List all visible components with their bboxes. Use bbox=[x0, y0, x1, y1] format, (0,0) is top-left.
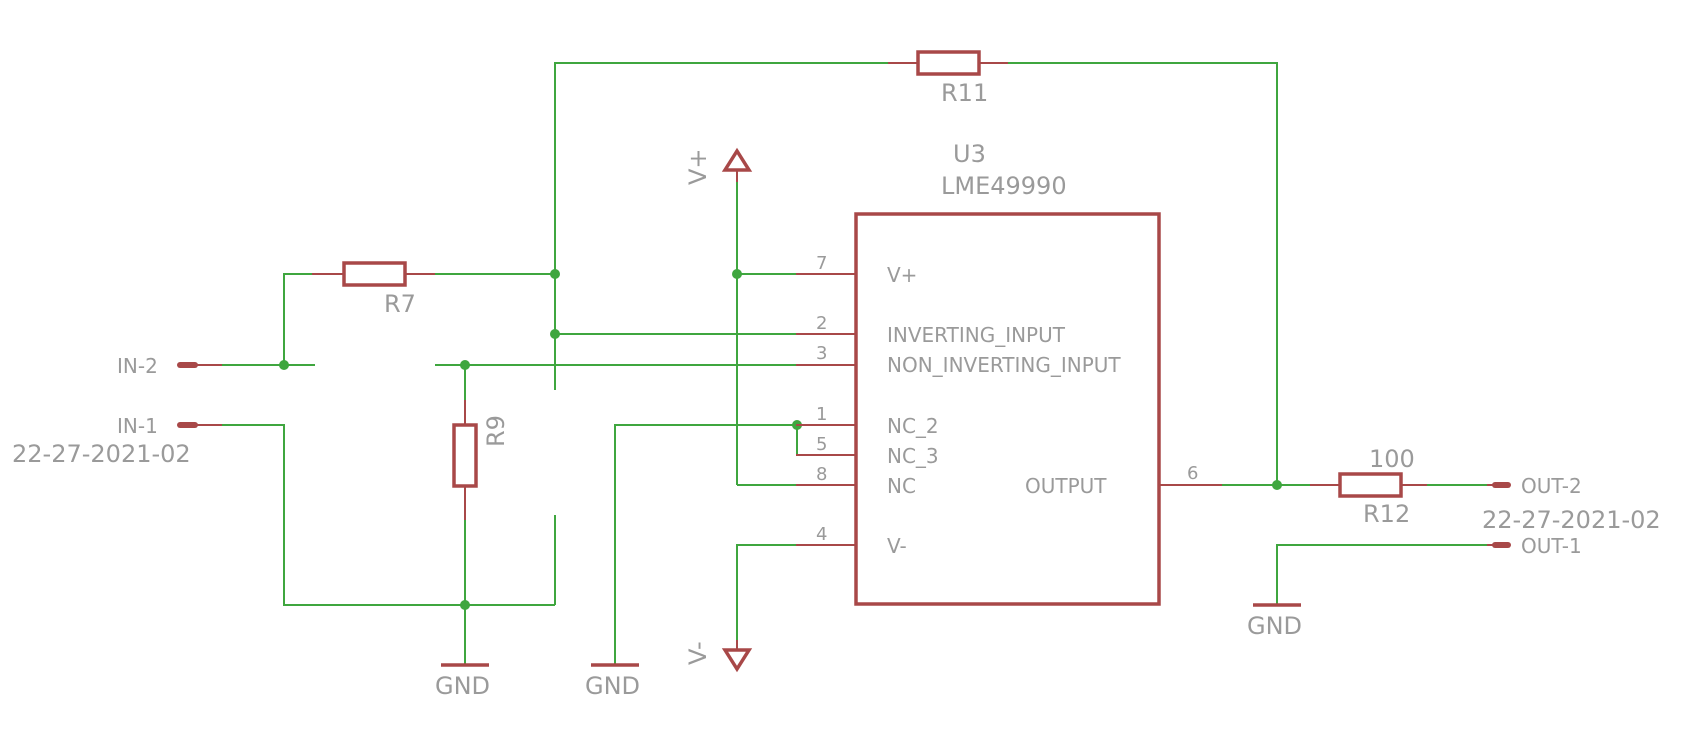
wire-feedback-right bbox=[1008, 62, 1278, 485]
wire-vminus bbox=[736, 544, 796, 645]
chip-value: LME49990 bbox=[941, 172, 1067, 200]
supply-vplus[interactable]: V+ bbox=[684, 147, 753, 185]
wire-r7-left bbox=[283, 273, 312, 365]
pin-number: 3 bbox=[816, 343, 827, 364]
nets bbox=[222, 62, 1487, 665]
junction-dot bbox=[550, 269, 560, 279]
pin-number: 4 bbox=[816, 524, 827, 545]
pin-number: 7 bbox=[816, 253, 827, 274]
junction-dot bbox=[460, 360, 470, 370]
pin-number: 2 bbox=[816, 313, 827, 334]
opamp-u3[interactable]: U3 LME49990 7 2 3 1 5 8 4 6 V+ INVERTING… bbox=[796, 140, 1222, 606]
resistor-label: R12 bbox=[1363, 500, 1410, 528]
pin-name: INVERTING_INPUT bbox=[887, 323, 1066, 347]
arrow-down-icon bbox=[721, 648, 753, 673]
pin-name: NC_2 bbox=[887, 414, 939, 438]
pin-name: V+ bbox=[887, 263, 917, 287]
resistor-r12[interactable]: 100 R12 bbox=[1310, 445, 1427, 528]
chip-name: U3 bbox=[953, 140, 986, 168]
wire-nc-gnd bbox=[614, 424, 796, 665]
ground-symbol[interactable]: GND bbox=[1247, 603, 1302, 640]
resistor-r11[interactable]: R11 bbox=[888, 50, 1008, 107]
pin-number: 5 bbox=[816, 434, 827, 455]
resistor-body bbox=[1338, 472, 1403, 498]
junction-dot bbox=[279, 360, 289, 370]
terminal-label-in2: IN-2 bbox=[117, 354, 158, 378]
resistor-r9[interactable]: R9 bbox=[452, 400, 510, 520]
terminal-label-out2: OUT-2 bbox=[1521, 474, 1582, 498]
pin-name: V- bbox=[887, 534, 907, 558]
supply-label: V+ bbox=[684, 148, 712, 185]
resistor-value: 100 bbox=[1369, 445, 1415, 473]
pin-name: NC_3 bbox=[887, 444, 939, 468]
junctions bbox=[279, 269, 1282, 610]
pin-name: NON_INVERTING_INPUT bbox=[887, 353, 1121, 377]
ground-symbol[interactable]: GND bbox=[435, 663, 490, 700]
resistor-label: R11 bbox=[941, 79, 988, 107]
wire-out1-gnd bbox=[1276, 544, 1487, 605]
pin-number: 1 bbox=[816, 404, 827, 425]
ground-label: GND bbox=[435, 672, 490, 700]
pin-name: NC bbox=[887, 474, 916, 498]
connector-part-number: 22-27-2021-02 bbox=[1482, 506, 1661, 534]
wire-feedback-left bbox=[554, 62, 888, 289]
connector-output[interactable]: OUT-2 22-27-2021-02 OUT-1 bbox=[1482, 474, 1661, 558]
resistor-body bbox=[452, 423, 478, 488]
connector-part-number: 22-27-2021-02 bbox=[12, 440, 191, 468]
junction-dot bbox=[1272, 480, 1282, 490]
supply-label: V- bbox=[684, 641, 712, 665]
wire-in1-return bbox=[222, 424, 555, 606]
chip-body bbox=[854, 212, 1161, 606]
supply-vminus[interactable]: V- bbox=[684, 640, 753, 673]
ground-label: GND bbox=[1247, 612, 1302, 640]
resistor-body bbox=[916, 50, 981, 76]
pin-name: OUTPUT bbox=[1025, 474, 1107, 498]
junction-dot bbox=[732, 269, 742, 279]
connector-input[interactable]: IN-2 IN-1 22-27-2021-02 bbox=[12, 354, 222, 468]
pin-number: 6 bbox=[1187, 463, 1198, 484]
resistor-r7[interactable]: R7 bbox=[312, 261, 435, 318]
pin-number: 8 bbox=[816, 464, 827, 485]
ground-symbol[interactable]: GND bbox=[585, 663, 640, 700]
ground-label: GND bbox=[585, 672, 640, 700]
resistor-label: R9 bbox=[482, 415, 510, 447]
junction-dot bbox=[550, 329, 560, 339]
terminal-label-in1: IN-1 bbox=[117, 414, 158, 438]
junction-dot bbox=[460, 600, 470, 610]
terminal-label-out1: OUT-1 bbox=[1521, 534, 1582, 558]
resistor-label: R7 bbox=[384, 290, 416, 318]
resistor-body bbox=[342, 261, 407, 287]
arrow-up-icon bbox=[721, 147, 753, 172]
